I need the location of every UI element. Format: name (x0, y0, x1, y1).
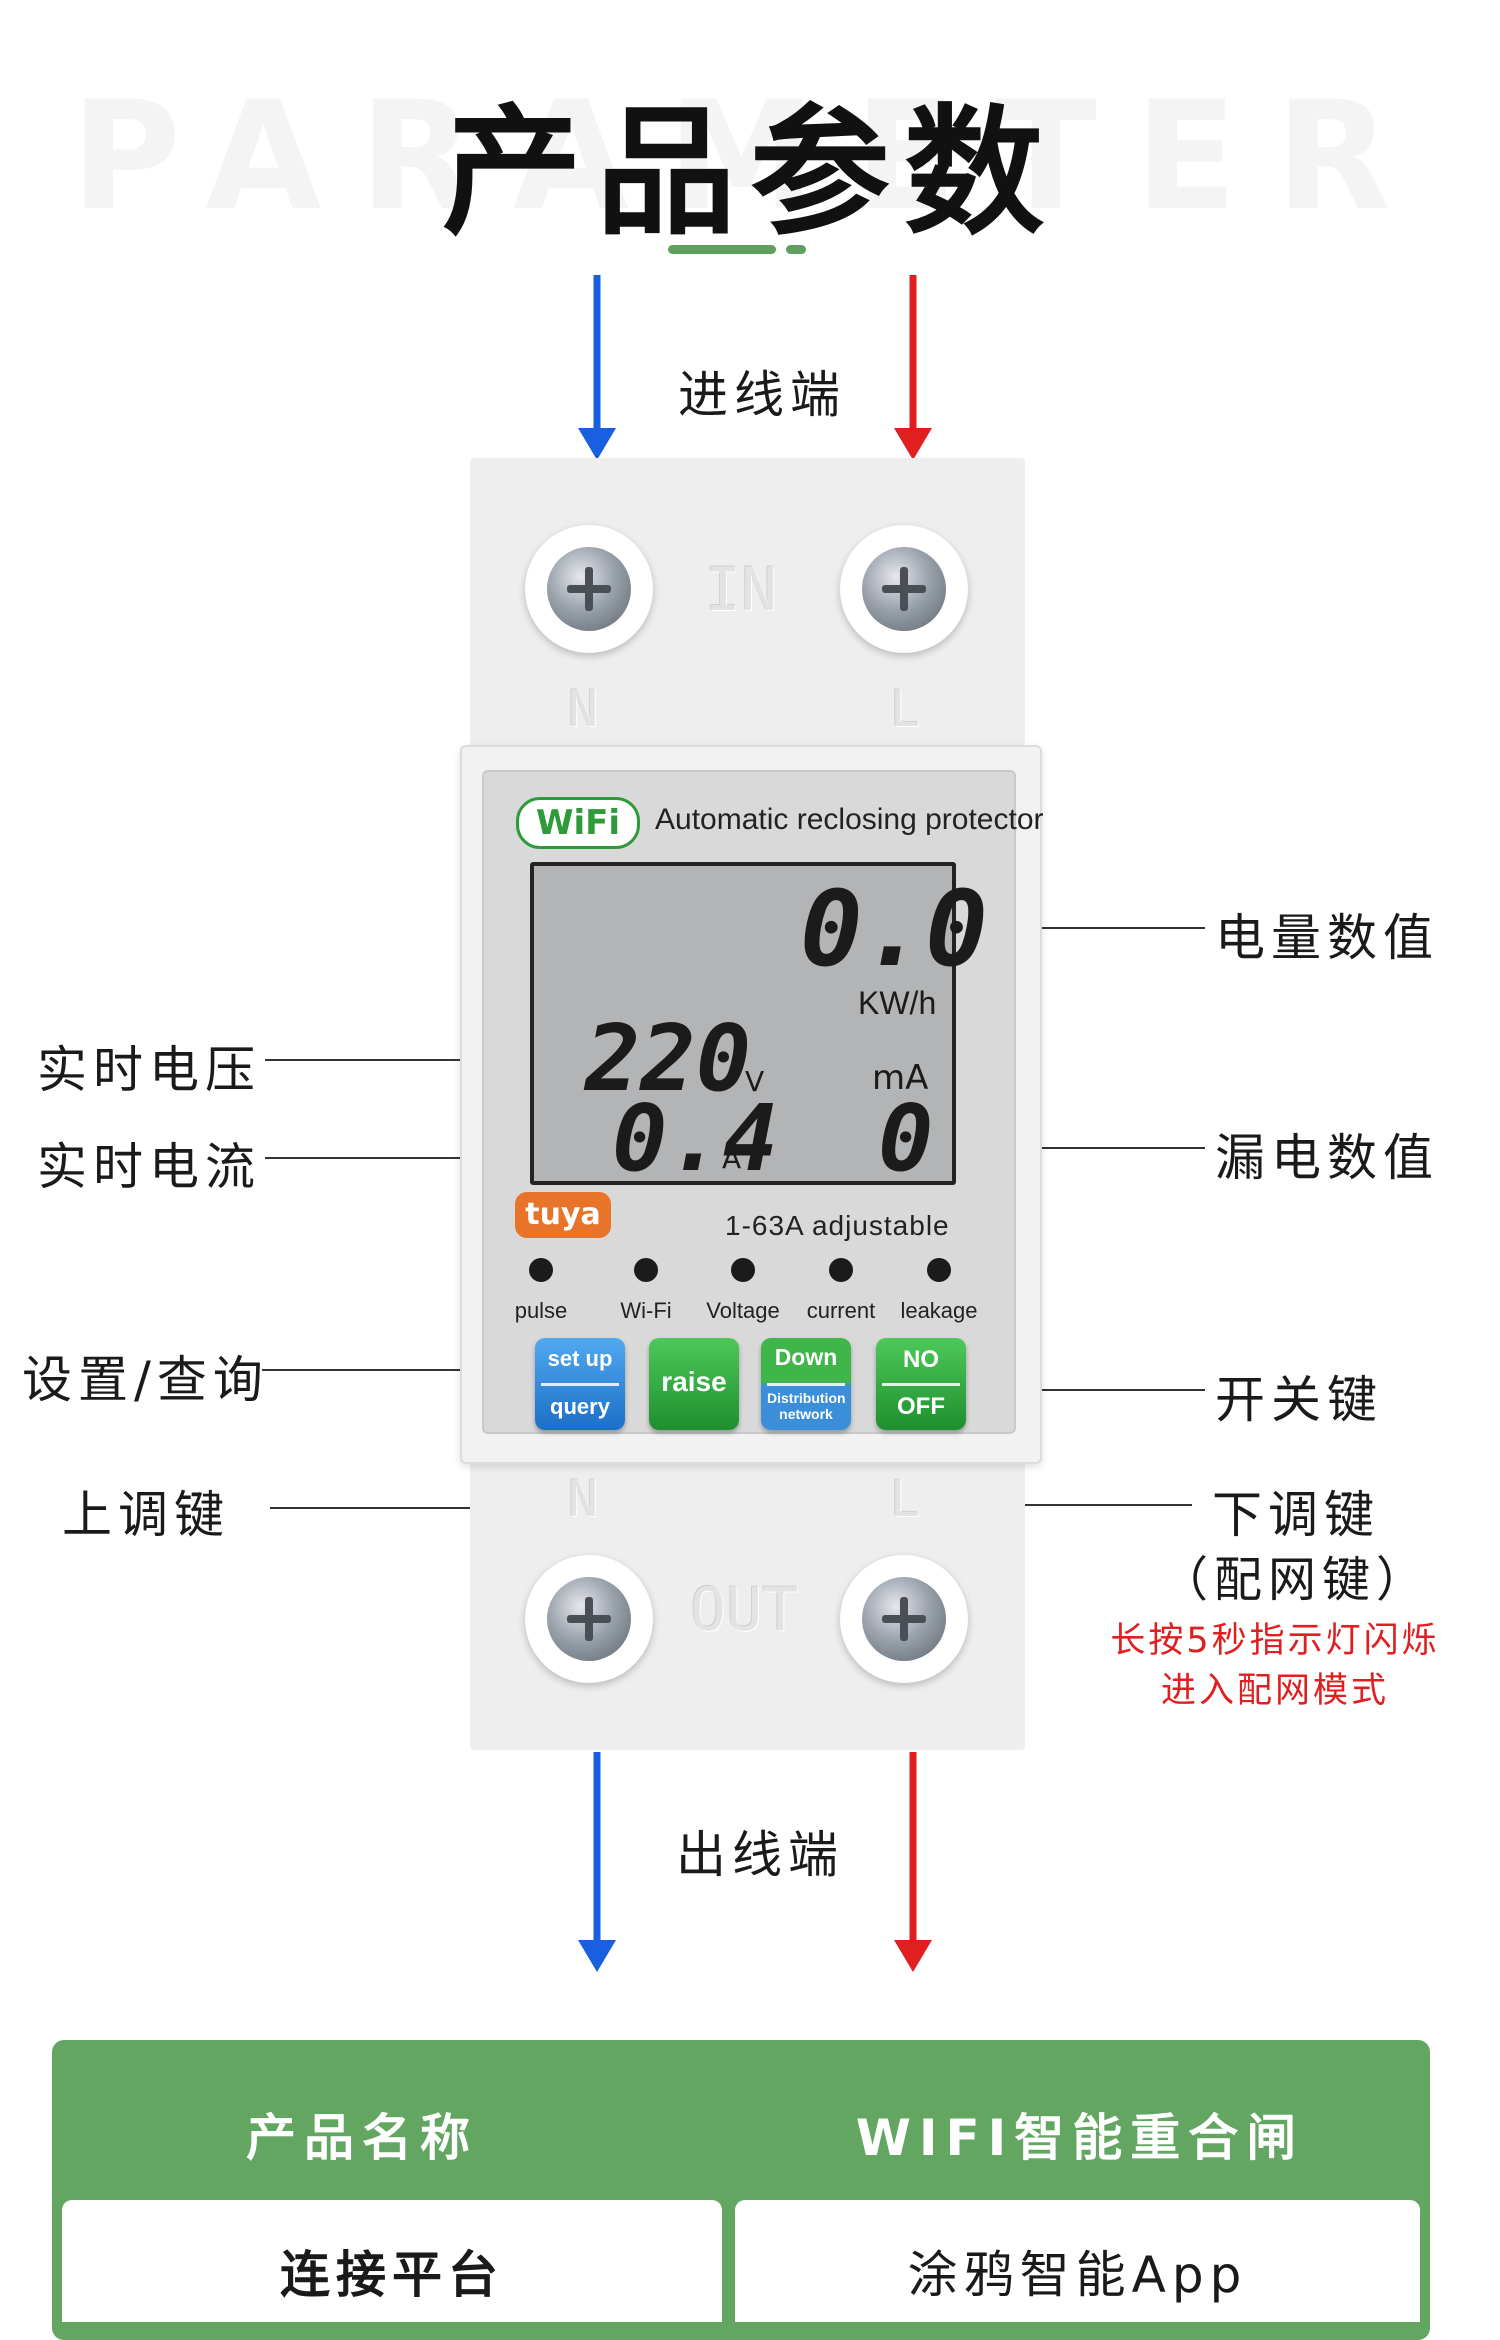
lcd-display (530, 862, 956, 1185)
callout-power: 开关键 (1215, 1371, 1383, 1429)
product-brand-text: Automatic reclosing protector (655, 803, 1044, 836)
indicator-label: Voltage (706, 1298, 780, 1323)
lcd-leakage-value: 0 (878, 1085, 934, 1192)
pairing-note-line2: 进入配网模式 (1160, 1671, 1389, 1711)
callout-raise: 上调键 (62, 1486, 230, 1544)
output-live-arrow (894, 1752, 932, 1972)
callout-current: 实时电流 (37, 1138, 261, 1196)
screw-icon (525, 525, 653, 653)
current-range-text: 1-63A adjustable (725, 1210, 950, 1241)
down-label: Down (774, 1344, 838, 1370)
out-mark: OUT (690, 1575, 799, 1645)
lcd-current-value: 0.4 (612, 1085, 779, 1192)
callout-voltage: 实时电压 (37, 1041, 261, 1099)
input-live-arrow (894, 275, 932, 460)
power-on-off-button[interactable]: NO OFF (876, 1338, 966, 1430)
distribution-network-label: Distribution network (767, 1390, 846, 1422)
lcd-voltage-value: 220 (585, 1005, 752, 1112)
indicator-label: leakage (900, 1298, 978, 1323)
spec-row-label: 连接平台 (280, 2246, 504, 2304)
callout-setup-query: 设置/查询 (22, 1351, 269, 1409)
input-terminal-label: 进线端 (678, 366, 846, 424)
indicator-label: current (806, 1298, 876, 1323)
l-mark-top: L (890, 680, 921, 738)
callout-leakage: 漏电数值 (1215, 1129, 1439, 1187)
callout-down-sub: （配网键） (1160, 1552, 1431, 1608)
pulse-indicator-led (529, 1258, 553, 1282)
spec-header-value: WIFI智能重合闸 (855, 2109, 1305, 2167)
setup-label: set up (547, 1346, 613, 1371)
off-label: OFF (897, 1393, 945, 1420)
l-mark-bottom: L (890, 1470, 921, 1528)
query-label: query (550, 1394, 610, 1419)
callout-down: 下调键 (1212, 1486, 1380, 1544)
screw-icon (840, 1555, 968, 1683)
raise-label: raise (661, 1366, 727, 1397)
down-distribution-button[interactable]: Down Distribution network (761, 1338, 851, 1430)
setup-query-button[interactable]: set up query (535, 1338, 625, 1430)
screw-icon (840, 525, 968, 653)
wifi-indicator-led (634, 1258, 658, 1282)
pairing-note-line1: 长按5秒指示灯闪烁 (1110, 1621, 1440, 1661)
spec-cell-right (735, 2200, 1420, 2322)
on-label: NO (903, 1346, 939, 1373)
indicator-label: pulse (514, 1298, 568, 1323)
spec-header-name: 产品名称 (246, 2109, 478, 2167)
leakage-indicator-led (927, 1258, 951, 1282)
indicator-label: Wi-Fi (620, 1298, 672, 1323)
callout-energy: 电量数值 (1215, 909, 1439, 967)
background-watermark-word: PARAMETER (71, 70, 1429, 244)
output-terminal-label: 出线端 (676, 1826, 844, 1884)
screw-icon (525, 1555, 653, 1683)
raise-button[interactable]: raise (649, 1338, 739, 1430)
title-underline (668, 245, 776, 254)
n-mark-bottom: N (568, 1470, 599, 1528)
lcd-energy-unit: KW/h (858, 985, 937, 1021)
in-mark: IN (705, 555, 778, 625)
output-neutral-arrow (578, 1752, 616, 1972)
title-underline-dot (786, 245, 806, 254)
spec-row-value: 涂鸦智能App (907, 2246, 1248, 2304)
lcd-leakage-unit: mA (872, 1058, 929, 1098)
lcd-energy-value: 0.0 (800, 868, 988, 990)
input-neutral-arrow (578, 275, 616, 460)
tuya-logo: tuya (515, 1192, 611, 1238)
current-indicator-led (829, 1258, 853, 1282)
lcd-voltage-unit: V (745, 1065, 765, 1098)
page-title: 产品参数 (441, 92, 1058, 255)
wifi-logo: WiFi (516, 797, 640, 849)
n-mark-top: N (568, 680, 599, 738)
lcd-current-unit: A (722, 1142, 742, 1175)
spec-cell-left (62, 2200, 722, 2322)
voltage-indicator-led (731, 1258, 755, 1282)
